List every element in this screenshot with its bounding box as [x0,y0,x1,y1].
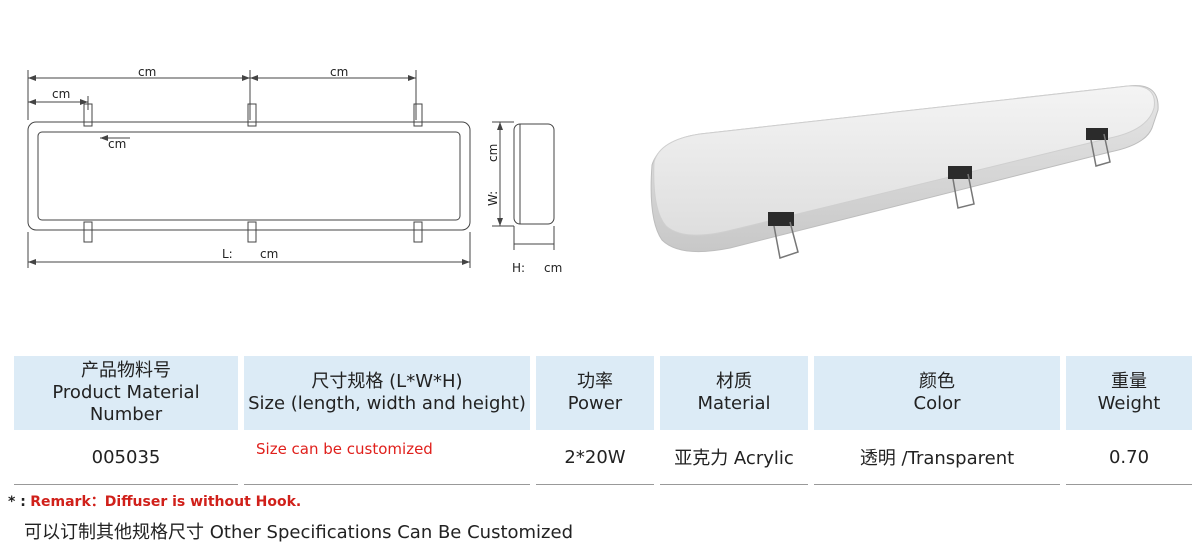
header-en: Material [697,393,771,414]
dim-frame-unit: cm [108,137,126,151]
header-material-number: 产品物料号 Product Material Number [14,356,238,430]
header-cn: 产品物料号 [81,360,171,381]
header-cn: 重量 [1111,371,1147,392]
remark-star: * : [8,494,26,510]
remark-line: * : Remark：Diffuser is without Hook. [8,491,301,511]
header-size: 尺寸规格 (L*W*H) Size (length, width and hei… [244,356,530,430]
spec-table: 产品物料号 Product Material Number 尺寸规格 (L*W*… [8,356,1198,485]
dim-length-unit: cm [260,247,278,261]
size-customized-note: Size can be customized [256,440,433,458]
header-en: Power [567,393,623,414]
clip-icon [1086,128,1111,167]
cell-weight: 0.70 [1066,430,1192,485]
cell-color: 透明 /Transparent [814,430,1060,485]
dim-height-unit: cm [544,261,562,275]
header-weight: 重量 Weight [1066,356,1192,430]
clip-icon [948,166,975,209]
dim-top-right-unit: cm [330,65,348,79]
header-en: Color [913,393,961,414]
header-en: Size (length, width and height) [248,393,526,414]
remark-text: Remark：Diffuser is without Hook. [30,494,302,510]
custom-spec-note: 可以订制其他规格尺寸 Other Specifications Can Be C… [24,522,573,543]
dim-length-label: L: [222,247,233,261]
header-material: 材质 Material [660,356,808,430]
cell-material-number: 005035 [14,430,238,485]
dim-top-left-unit: cm [138,65,156,79]
header-cn: 材质 [716,371,752,392]
dim-offset-unit: cm [52,87,70,101]
technical-drawing: cm cm cm cm L: cm W: cm H: cm [27,65,562,275]
dim-height-label: H: [512,261,525,275]
clip-icon [768,212,799,259]
header-color: 颜色 Color [814,356,1060,430]
cell-power: 2*20W [536,430,654,485]
cell-material: 亚克力 Acrylic [660,430,808,485]
header-en: Product Material Number [52,382,200,425]
header-power: 功率 Power [536,356,654,430]
table-row: 005035 Size can be customized 2*20W 亚克力 … [14,430,1192,485]
dim-width-label: W: [486,191,500,206]
product-photo [650,85,1159,259]
cell-size: Size can be customized [244,430,530,485]
header-cn: 功率 [577,371,613,392]
header-cn: 颜色 [919,371,955,392]
header-en: Weight [1097,393,1161,414]
header-cn: 尺寸规格 (L*W*H) [311,371,463,392]
dim-width-unit: cm [486,144,500,162]
